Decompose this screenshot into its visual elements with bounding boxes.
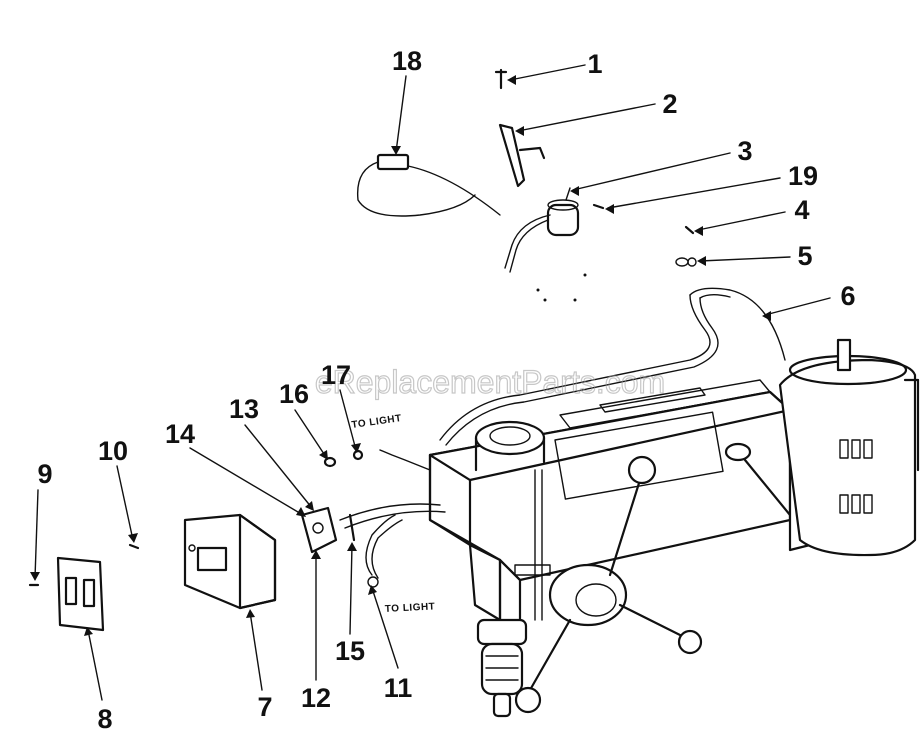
callout-2: 2	[662, 89, 677, 119]
drill-press-head	[428, 379, 832, 718]
power-cord	[439, 287, 786, 446]
nut-part-16	[323, 456, 337, 468]
switch-box-part-7	[183, 513, 277, 610]
callout-4: 4	[794, 195, 809, 225]
callout-9: 9	[37, 459, 52, 489]
terminal-part-17	[352, 449, 431, 471]
clip-part-5	[675, 257, 697, 267]
callout-12: 12	[301, 683, 331, 713]
screw-part-10	[128, 543, 140, 550]
callout-7: 7	[257, 692, 272, 722]
callout-5: 5	[797, 241, 812, 271]
callout-16: 16	[279, 379, 309, 409]
callout-3: 3	[737, 136, 752, 166]
callout-10: 10	[98, 436, 128, 466]
callout-18: 18	[392, 46, 422, 76]
callout-17: 17	[321, 360, 351, 390]
bracket-part-2	[498, 123, 546, 188]
callout-labels: 1 2 3 4 5 6 7 8 9 10 11 12 13 14 15 16 1…	[37, 46, 855, 734]
screw-part-4	[684, 225, 695, 235]
switch-part-12	[300, 506, 338, 554]
callout-8: 8	[97, 704, 112, 734]
note-to-light-upper: TO LIGHT	[351, 413, 403, 431]
wire-part-11	[339, 503, 446, 588]
connector-part-18	[356, 153, 501, 217]
leader-lines	[30, 64, 831, 701]
callout-1: 1	[587, 49, 602, 79]
callout-13: 13	[229, 394, 259, 424]
motor	[778, 338, 920, 557]
watermark: eReplacementParts.com	[315, 364, 665, 400]
switch-plate-part-8	[56, 556, 105, 632]
capacitor-part-3	[504, 187, 580, 273]
callout-19: 19	[788, 161, 818, 191]
callout-6: 6	[840, 281, 855, 311]
callout-11: 11	[384, 673, 413, 703]
note-to-light-lower: TO LIGHT	[385, 601, 436, 615]
dot-marks	[536, 273, 587, 302]
screw-part-19	[592, 203, 605, 210]
callout-14: 14	[165, 419, 195, 449]
wire-part-15	[348, 513, 356, 542]
screw-part-1	[494, 68, 508, 90]
callout-15: 15	[335, 636, 365, 666]
